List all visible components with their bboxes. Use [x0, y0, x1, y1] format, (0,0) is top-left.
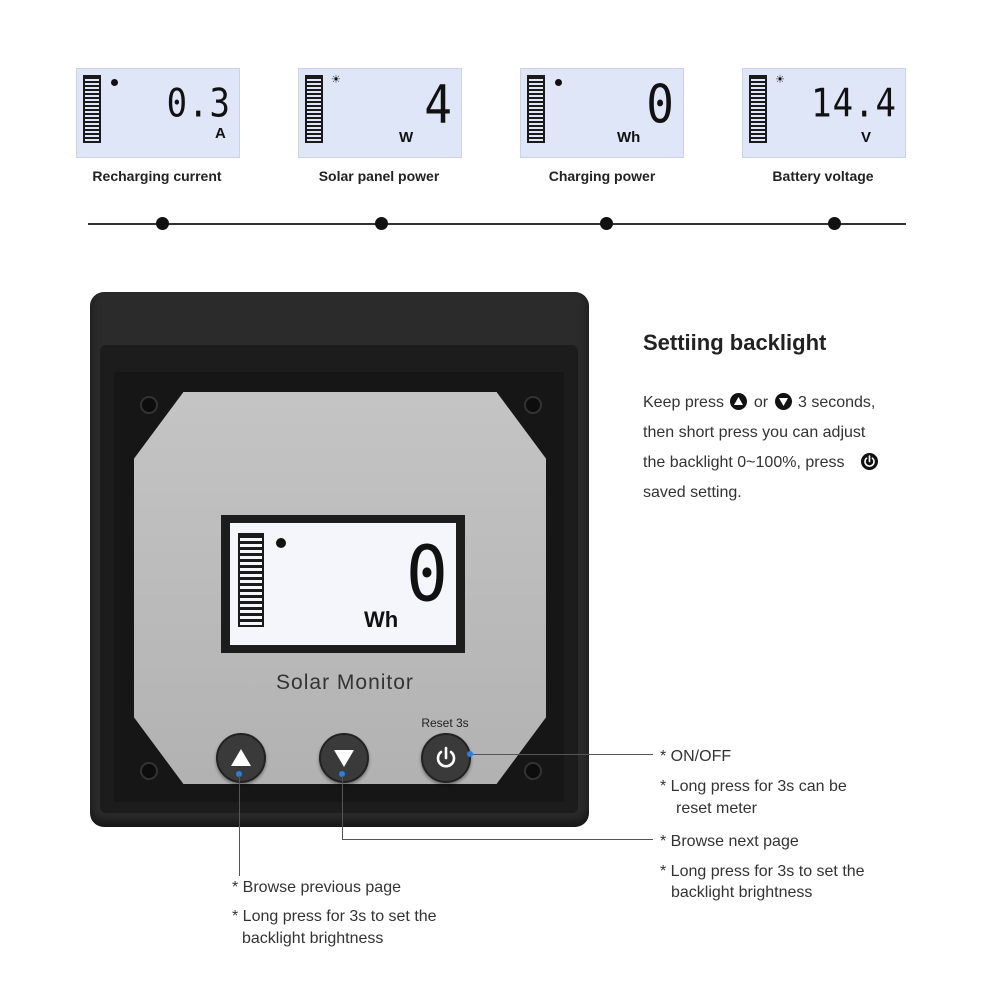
note-down-2: * Long press for 3s to set the	[660, 863, 865, 880]
battery-bar-icon	[238, 533, 264, 627]
backlight-title: Settiing backlight	[643, 330, 827, 355]
backlight-text-1: Keep press	[643, 394, 724, 411]
note-down-1: * Browse next page	[660, 833, 799, 850]
timeline-dot	[600, 217, 613, 230]
triangle-up-icon	[730, 393, 748, 410]
note-up-3: backlight brightness	[242, 930, 384, 947]
timeline-dot	[375, 217, 388, 230]
backlight-text-2: or	[753, 394, 769, 411]
device-lcd: 0 Wh	[230, 523, 456, 645]
tile-unit: V	[861, 129, 872, 146]
timeline-dot	[828, 217, 841, 230]
battery-bar-icon	[527, 75, 545, 143]
callout-line-power	[473, 754, 653, 755]
tile-label: Charging power	[548, 168, 656, 184]
triangle-down-icon	[334, 750, 354, 767]
reset-label: Reset 3s	[421, 716, 469, 730]
note-power-2: * Long press for 3s can be	[660, 778, 847, 795]
down-button[interactable]	[319, 733, 369, 783]
timeline-line	[88, 223, 906, 225]
backlight-text: Keep press or 3 seconds, then short pres…	[643, 388, 943, 508]
lcd-unit: Wh	[364, 607, 399, 632]
tile-recharging-current: 0.3 A	[76, 68, 240, 158]
tile-label: Recharging current	[92, 168, 222, 184]
tile-solar-panel-power: ☀ 4 W	[298, 68, 462, 158]
triangle-up-icon	[231, 749, 251, 766]
indicator-dot-icon	[555, 79, 562, 86]
screw-icon	[140, 396, 158, 414]
sun-icon: ☀	[331, 73, 341, 86]
backlight-text-6: saved setting.	[643, 484, 742, 501]
callout-dot	[339, 771, 345, 777]
tile-value: 0	[646, 73, 675, 136]
backlight-text-4: then short press you can adjust	[643, 424, 866, 441]
tile-value: 14.4	[811, 81, 897, 127]
lcd-value: 0	[405, 529, 448, 620]
tile-unit: Wh	[617, 129, 641, 146]
note-power-1: * ON/OFF	[660, 748, 732, 765]
tile-charging-power: 0 Wh	[520, 68, 684, 158]
backlight-text-3: 3 seconds,	[797, 394, 876, 411]
battery-bar-icon	[749, 75, 767, 143]
timeline-dot	[156, 217, 169, 230]
callout-dot	[236, 771, 242, 777]
tile-value: 4	[424, 73, 453, 136]
tile-value: 0.3	[166, 81, 231, 127]
callout-dot	[467, 751, 473, 757]
power-icon	[436, 746, 456, 768]
tile-label: Battery voltage	[772, 168, 874, 184]
sun-icon: ☀	[775, 73, 785, 86]
callout-line-up	[239, 776, 240, 876]
battery-bar-icon	[305, 75, 323, 143]
tile-battery-voltage: ☀ 14.4 V	[742, 68, 906, 158]
indicator-dot-icon	[276, 538, 286, 548]
battery-bar-icon	[83, 75, 101, 143]
backlight-text-5: the backlight 0~100%, press	[643, 454, 845, 471]
note-up-2: * Long press for 3s to set the	[232, 908, 437, 925]
indicator-dot-icon	[111, 79, 118, 86]
power-icon	[860, 453, 878, 470]
note-up-1: * Browse previous page	[232, 879, 401, 896]
screw-icon	[140, 762, 158, 780]
brand-label: Solar Monitor	[276, 671, 414, 694]
screw-icon	[524, 396, 542, 414]
callout-line-down	[342, 839, 653, 840]
tile-label: Solar panel power	[318, 168, 440, 184]
triangle-down-icon	[774, 393, 792, 410]
note-power-3: reset meter	[676, 800, 757, 817]
note-down-3: backlight brightness	[671, 884, 813, 901]
tile-unit: A	[215, 125, 226, 142]
power-button[interactable]	[421, 733, 471, 783]
callout-line-down	[342, 776, 343, 840]
tile-unit: W	[399, 129, 414, 146]
screw-icon	[524, 762, 542, 780]
